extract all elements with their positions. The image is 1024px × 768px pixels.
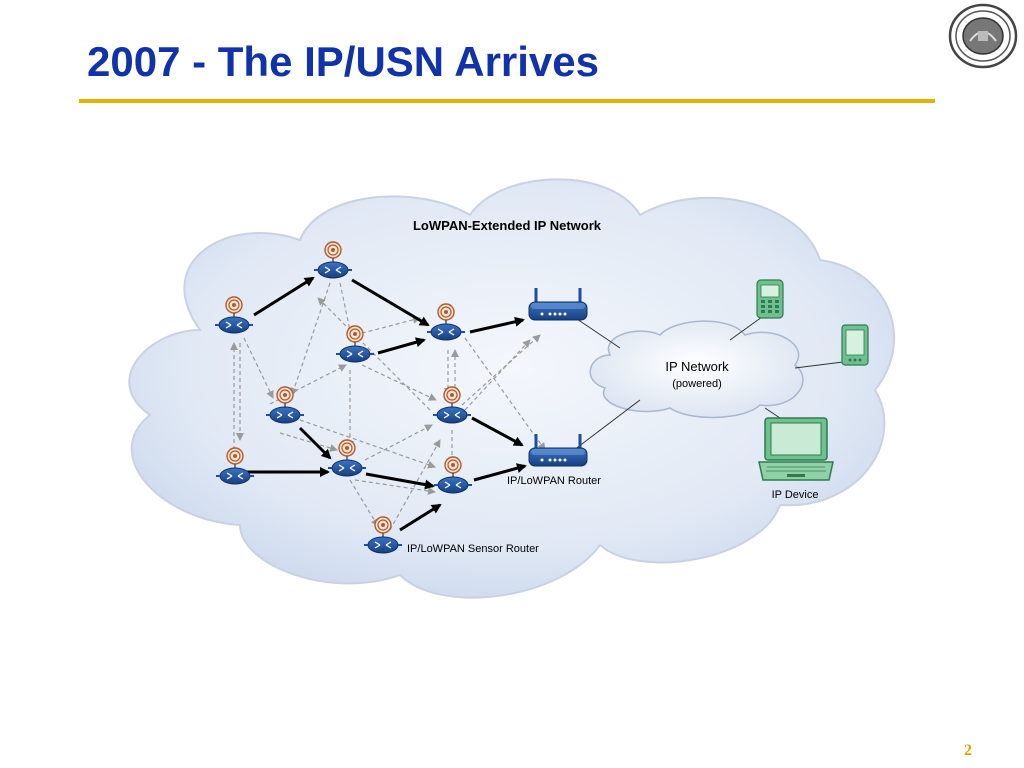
university-seal-icon — [948, 3, 1018, 69]
slide-title: 2007 - The IP/USN Arrives — [87, 38, 599, 85]
ip-network-sublabel: (powered) — [672, 378, 722, 390]
page-number: 2 — [964, 742, 972, 759]
pda-icon — [841, 324, 869, 366]
title-underline — [79, 99, 935, 103]
ip-network-cloud — [589, 320, 804, 419]
laptop-icon — [758, 417, 834, 481]
smartphone-icon — [756, 279, 784, 319]
lowpan-cloud — [128, 178, 896, 599]
route-arrows — [246, 276, 527, 532]
sensor-router-label: IP/LoWPAN Sensor Router — [407, 543, 539, 555]
ip-links — [573, 316, 844, 451]
ip-network-label: IP Network — [665, 359, 729, 374]
cloud-label: LoWPAN-Extended IP Network — [413, 218, 602, 233]
router-label: IP/LoWPAN Router — [507, 475, 601, 487]
device-label: IP Device — [772, 489, 819, 501]
